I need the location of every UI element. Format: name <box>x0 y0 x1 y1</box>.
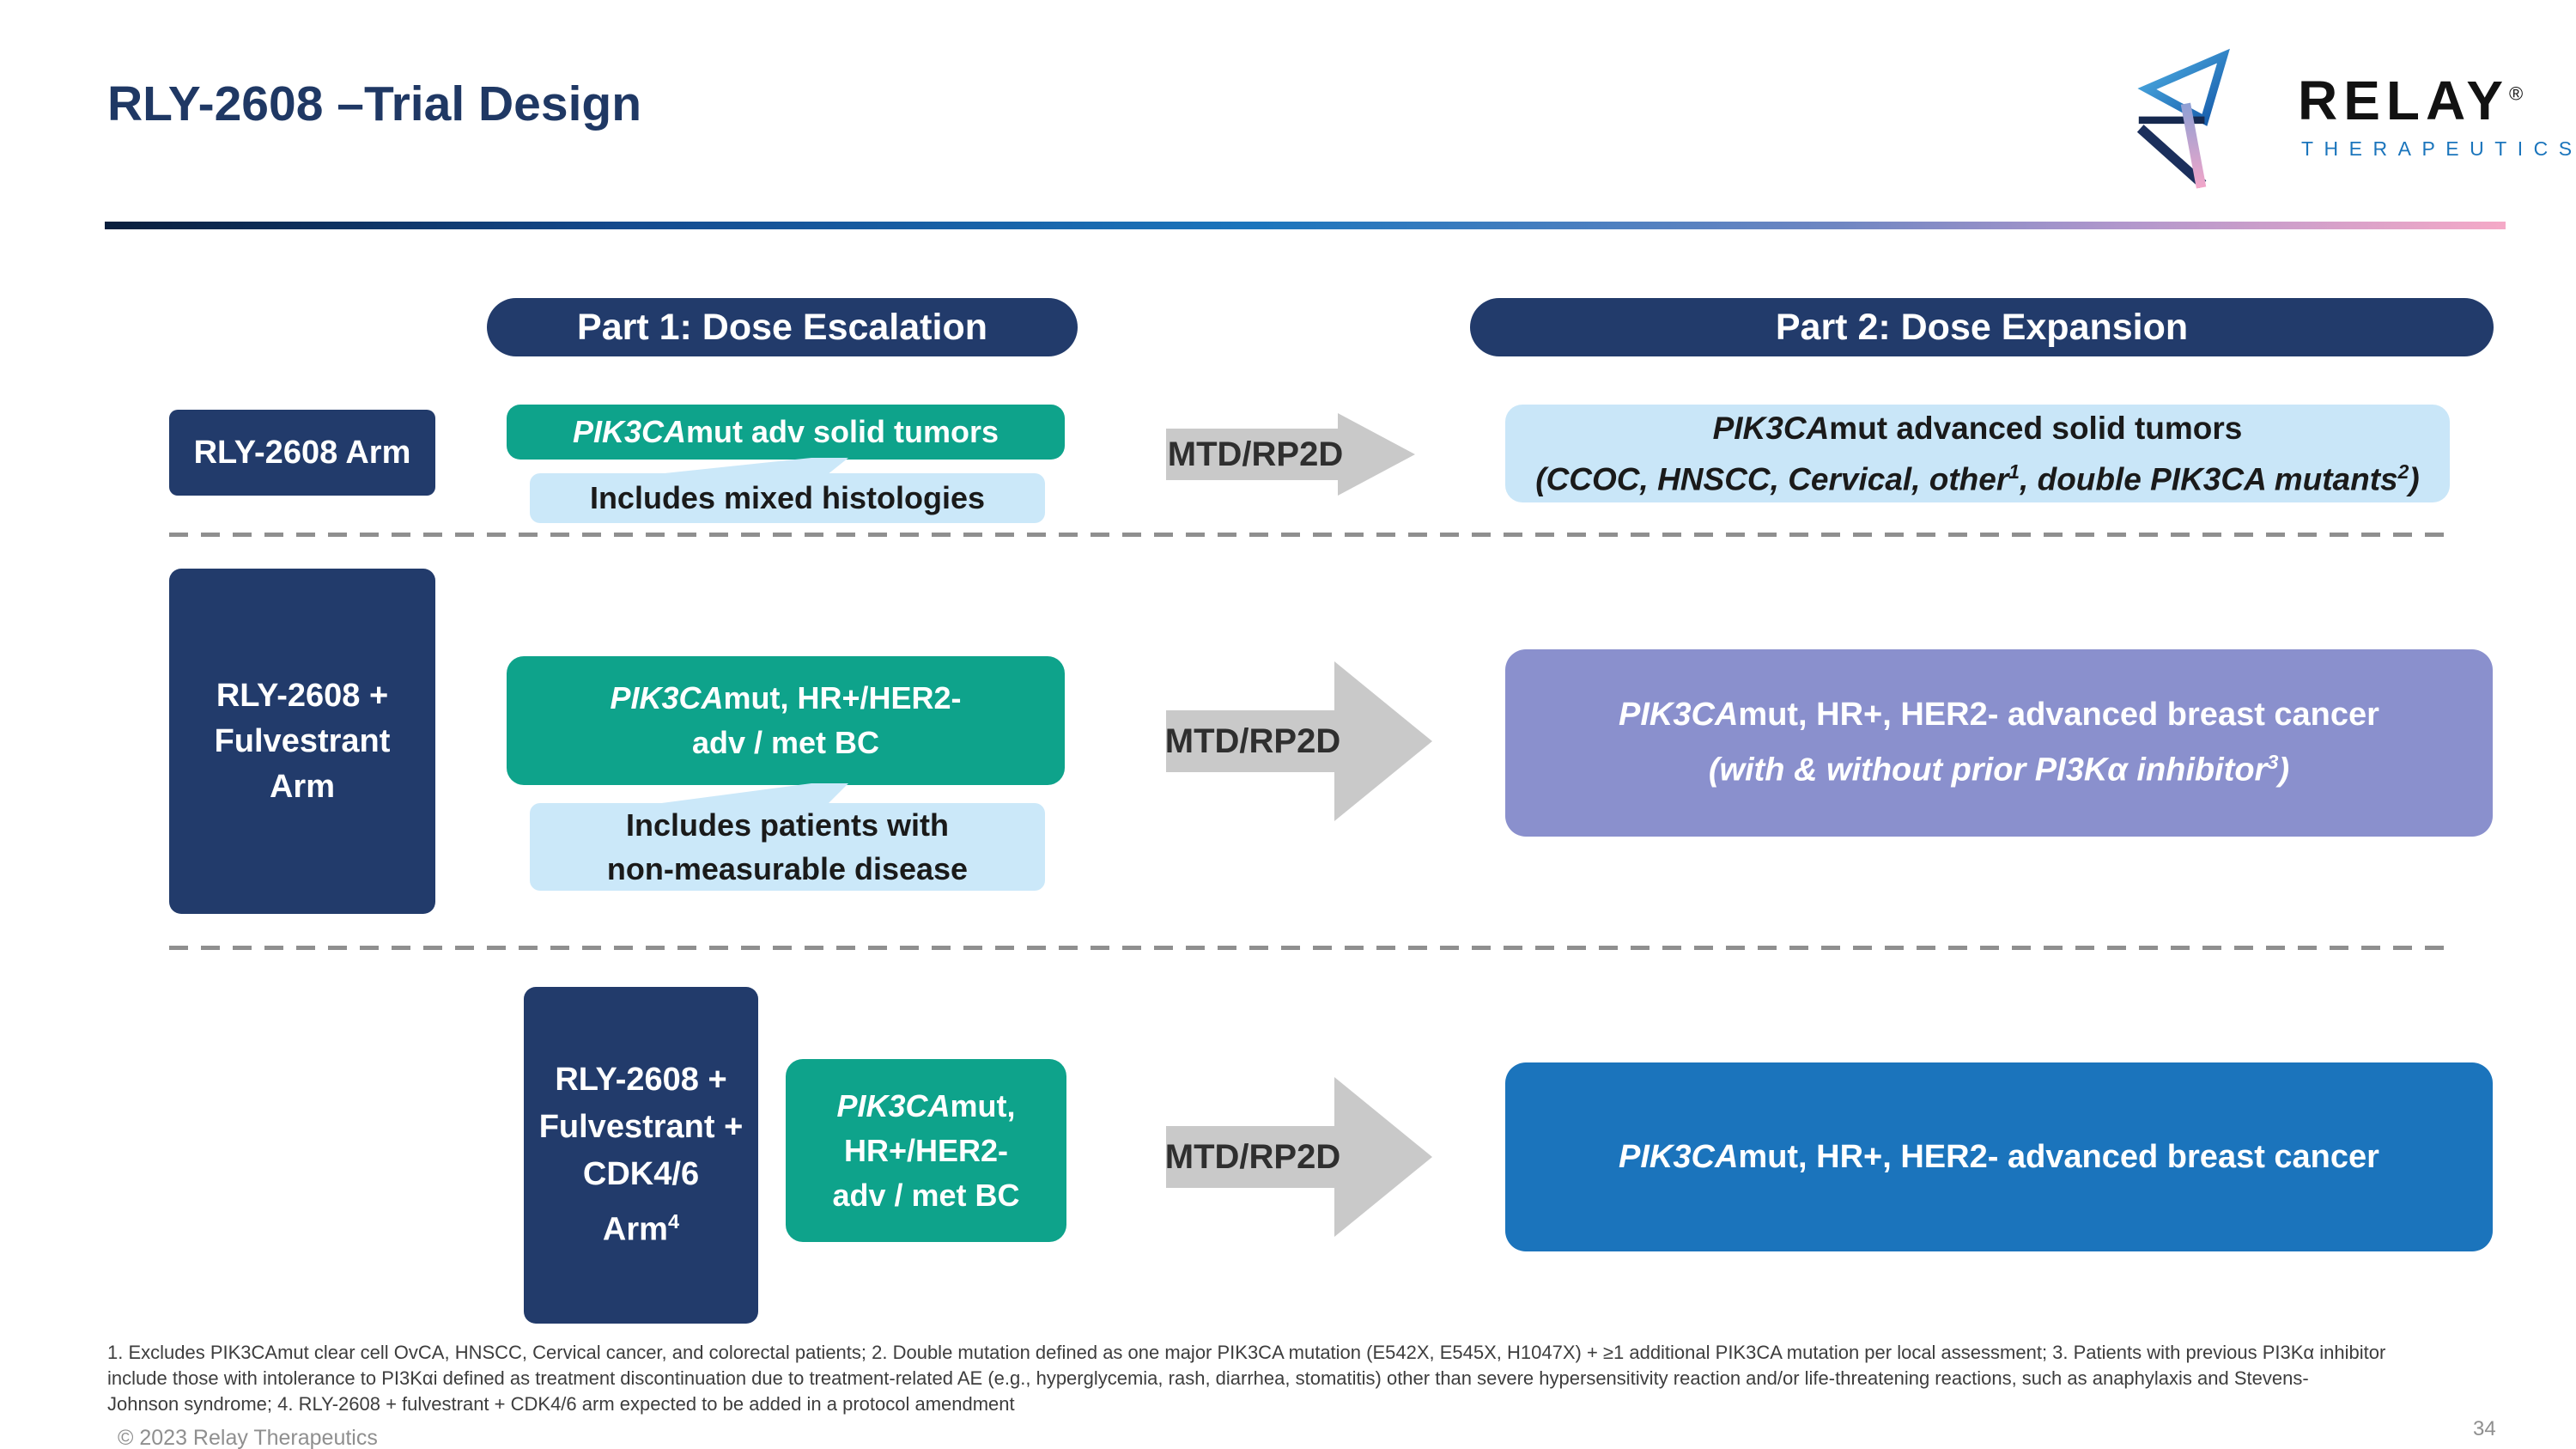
expansion-line2: (CCOC, HNSCC, Cervical, other1, double P… <box>1535 460 2420 497</box>
expansion-line1: PIK3CAmut, HR+, HER2- advanced breast ca… <box>1619 1138 2379 1175</box>
arm-box-fulvestrant-cdk46: RLY-2608 + Fulvestrant + CDK4/6 Arm4 <box>524 987 758 1324</box>
arm-line: RLY-2608 + <box>555 1062 727 1099</box>
escalation-line1: PIK3CAmut, HR+/HER2- <box>610 680 962 715</box>
gene-label: PIK3CA <box>1619 1138 1739 1175</box>
arm-line: Arm <box>269 768 336 805</box>
escalation-line3: adv / met BC <box>832 1177 1020 1213</box>
relay-logo-icon <box>2136 48 2230 189</box>
note-callout-wedge-row1 <box>648 458 848 475</box>
expansion-box-row3: PIK3CAmut, HR+, HER2- advanced breast ca… <box>1505 1062 2493 1251</box>
arrow-label: MTD/RP2D <box>1167 435 1344 473</box>
row-divider-2 <box>169 946 2450 950</box>
footnote-line: Johnson syndrome; 4. RLY-2608 + fulvestr… <box>107 1393 1015 1415</box>
note-box-row1: Includes mixed histologies <box>530 473 1045 523</box>
arm-line: RLY-2608 + <box>216 677 389 714</box>
page-number: 34 <box>2473 1417 2496 1440</box>
escalation-line2: HR+/HER2- <box>843 1132 1009 1168</box>
title-divider <box>105 222 2506 229</box>
expansion-line1: PIK3CAmut, HR+, HER2- advanced breast ca… <box>1619 697 2379 734</box>
gene-label: PIK3CA <box>1712 410 1830 446</box>
arm-line: Fulvestrant <box>214 722 391 759</box>
arrow-label: MTD/RP2D <box>1164 1137 1341 1176</box>
footnote-ref-1: 1 <box>2008 460 2020 483</box>
note-text: Includes mixed histologies <box>589 480 986 515</box>
escalation-box-row1: PIK3CAmut adv solid tumors <box>507 405 1065 460</box>
arm-line: Fulvestrant + <box>538 1109 744 1146</box>
expansion-box-row1: PIK3CAmut advanced solid tumors (CCOC, H… <box>1505 405 2450 502</box>
gene-label: PIK3CA <box>610 680 724 715</box>
footnotes: 1. Excludes PIK3CAmut clear cell OvCA, H… <box>107 1340 2563 1417</box>
arm-line: Arm4 <box>602 1210 680 1248</box>
footnote-ref-3: 3 <box>2267 751 2279 774</box>
brand-subtitle: THERAPEUTICS <box>2301 137 2576 160</box>
escalation-line1: PIK3CAmut, <box>836 1087 1016 1123</box>
note-line: Includes patients with <box>625 807 950 843</box>
note-callout-wedge-row2 <box>648 783 848 805</box>
mtd-rp2d-arrow-row1: MTD/RP2D <box>1166 413 1415 496</box>
expansion-line1: PIK3CAmut advanced solid tumors <box>1713 406 2243 450</box>
arrow-label: MTD/RP2D <box>1164 721 1341 760</box>
note-line: non-measurable disease <box>606 851 969 886</box>
escalation-rest: mut adv solid tumors <box>685 414 999 449</box>
note-box-row2: Includes patients with non-measurable di… <box>530 803 1045 891</box>
arm-box-fulvestrant: RLY-2608 + Fulvestrant Arm <box>169 569 435 914</box>
expansion-rest: mut advanced solid tumors <box>1829 410 2243 446</box>
relay-logo: RELAY® THERAPEUTICS <box>2136 33 2572 196</box>
expansion-line2: (with & without prior PI3Kα inhibitor3) <box>1708 751 2290 788</box>
arrow-shape <box>1166 413 1415 496</box>
gene-label: PIK3CA <box>572 414 686 449</box>
escalation-line2: adv / met BC <box>691 725 880 760</box>
gene-label: PIK3CA <box>836 1087 951 1123</box>
footnote-ref-4: 4 <box>667 1210 680 1233</box>
brand-text: RELAY <box>2298 70 2510 131</box>
escalation-text: PIK3CAmut adv solid tumors <box>573 414 999 450</box>
arm-label: RLY-2608 Arm <box>193 434 411 471</box>
arm-box-rly2608: RLY-2608 Arm <box>169 410 435 496</box>
part1-header: Part 1: Dose Escalation <box>487 298 1078 356</box>
brand-name: RELAY® <box>2298 69 2529 132</box>
expansion-box-row2: PIK3CAmut, HR+, HER2- advanced breast ca… <box>1505 649 2493 837</box>
footnote-line: include those with intolerance to PI3Kαi… <box>107 1367 2309 1389</box>
registered-mark: ® <box>2509 82 2530 105</box>
arrow-shape <box>1166 1077 1432 1237</box>
part2-header: Part 2: Dose Expansion <box>1470 298 2494 356</box>
page-title: RLY-2608 –Trial Design <box>107 76 642 131</box>
arm-line: CDK4/6 <box>582 1156 700 1193</box>
footnote-line: 1. Excludes PIK3CAmut clear cell OvCA, H… <box>107 1342 2386 1363</box>
mtd-rp2d-arrow-row2: MTD/RP2D <box>1164 661 1432 821</box>
footnote-ref-2: 2 <box>2397 460 2409 483</box>
mtd-rp2d-arrow-row3: MTD/RP2D <box>1164 1077 1432 1237</box>
copyright: © 2023 Relay Therapeutics <box>118 1426 378 1449</box>
escalation-box-row3: PIK3CAmut, HR+/HER2- adv / met BC <box>786 1059 1066 1242</box>
arrow-shape <box>1166 661 1432 821</box>
gene-label: PIK3CA <box>1619 697 1739 734</box>
row-divider-1 <box>169 533 2450 537</box>
escalation-box-row2: PIK3CAmut, HR+/HER2- adv / met BC <box>507 656 1065 785</box>
